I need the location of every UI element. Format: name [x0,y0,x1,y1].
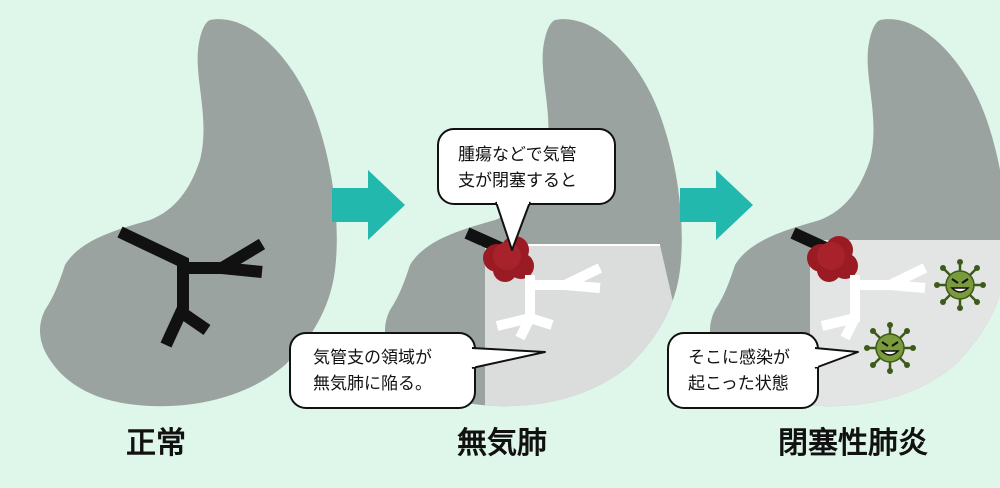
callout-bottom-line1: 気管支の領域が [313,348,432,368]
virus-icon [932,257,988,313]
virus-icon [862,320,918,376]
caption-obstructive-pneumonia: 閉塞性肺炎 [778,426,928,461]
arrow-right-icon [332,170,405,240]
bronchial-tree-faded [495,263,603,341]
bronchial-tree-faded [820,263,928,341]
arrow-right-icon [680,170,753,240]
callout-bottom-pneumonia [667,332,859,409]
callout-top-line1: 腫瘍などで気管 [458,145,577,165]
callout-bottom-line2: 無気肺に陥る。 [313,374,432,394]
bronchial-tree-normal [117,226,266,348]
callout-top-line2: 支が閉塞すると [458,171,577,191]
callout-pneumonia-line2: 起こった状態 [688,374,789,394]
callout-pneumonia-line1: そこに感染が [688,348,790,368]
callout-bottom [289,332,546,409]
callout-top [437,128,616,251]
panel-normal [40,19,337,407]
caption-normal: 正常 [126,426,186,461]
caption-atelectasis: 無気肺 [457,426,547,461]
